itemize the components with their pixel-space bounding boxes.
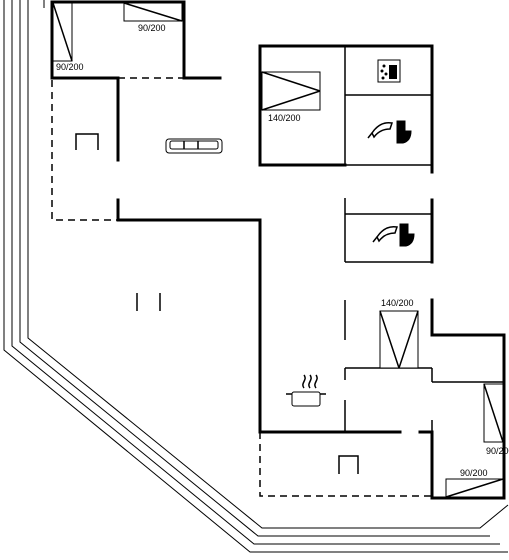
stove-icon xyxy=(286,374,326,407)
walls xyxy=(50,0,506,500)
bed-top: 90/200 xyxy=(123,2,183,33)
bed-master: 140/200 xyxy=(261,71,321,123)
bed-mid: 140/200 xyxy=(379,298,419,369)
pillar-marks xyxy=(136,293,161,311)
svg-text:90/200: 90/200 xyxy=(138,23,166,33)
fireplace-left xyxy=(75,133,99,150)
svg-text:90/200: 90/200 xyxy=(460,468,488,478)
shower-toilet-icon xyxy=(372,223,415,247)
svg-text:90/200: 90/200 xyxy=(56,62,84,72)
svg-text:90/200: 90/200 xyxy=(486,446,509,456)
sauna-icon xyxy=(377,59,401,83)
sofa-icon xyxy=(165,138,223,154)
svg-text:140/200: 140/200 xyxy=(268,113,301,123)
dashed-areas xyxy=(51,77,432,497)
bed-left: 90/200 xyxy=(52,2,84,72)
svg-text:140/200: 140/200 xyxy=(381,298,414,308)
bed-right-vertical: 90/200 xyxy=(483,383,509,456)
shower-toilet-icon xyxy=(367,120,412,144)
bed-right-bottom: 90/200 xyxy=(445,468,504,498)
fireplace-bottom xyxy=(338,455,359,474)
terrace-outline xyxy=(3,0,509,553)
